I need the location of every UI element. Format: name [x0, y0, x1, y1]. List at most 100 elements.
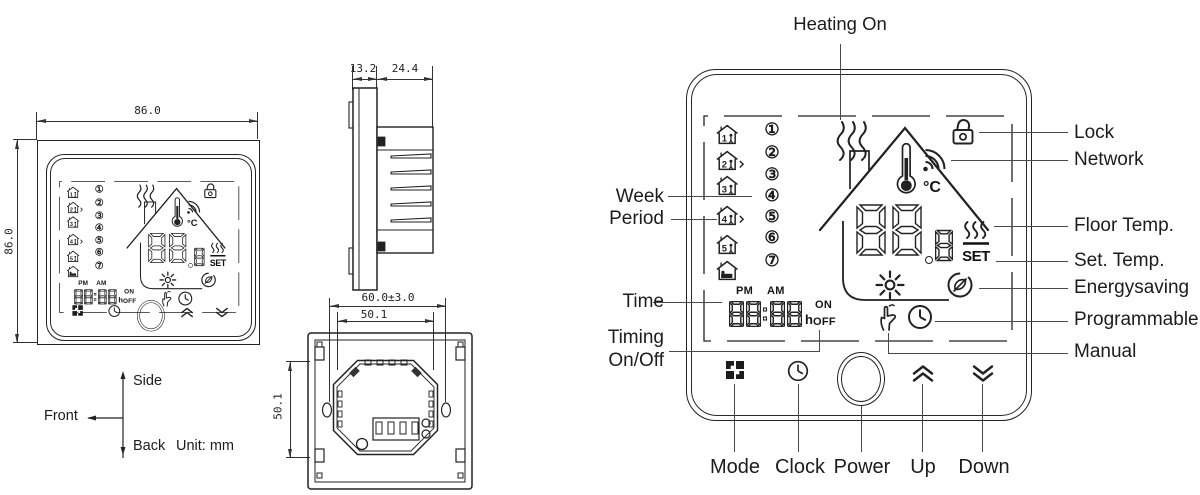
back-mount-width-dimension: 60.0±3.0 — [361, 291, 415, 304]
period-icon-5: 5 — [715, 233, 745, 256]
dim-line — [353, 79, 377, 80]
lcd-boundary — [703, 115, 1013, 342]
label-mode: Mode — [709, 456, 761, 478]
pm-label: PM — [78, 279, 89, 287]
period-icon-sleep — [715, 259, 745, 282]
degree-unit: °C — [187, 218, 198, 229]
weekday-7: ⑦ — [94, 260, 104, 272]
label-power: Power — [833, 456, 891, 478]
extension-line — [337, 312, 338, 370]
back-view — [307, 332, 473, 490]
dim-arrow — [437, 303, 446, 308]
dim-arrow — [353, 76, 362, 81]
extension-line — [257, 112, 258, 139]
dim-line — [377, 79, 433, 80]
callout-time: Time — [622, 291, 664, 312]
svg-text:5: 5 — [722, 244, 727, 254]
weekday-3: ③ — [94, 210, 104, 222]
leader-manual — [888, 353, 1068, 354]
dim-line — [338, 321, 434, 322]
power-button — [136, 300, 165, 332]
label-up: Up — [910, 456, 936, 478]
dim-arrow — [378, 76, 387, 81]
dim-arrow — [424, 76, 433, 81]
decimal-point — [188, 263, 193, 268]
dim-arrow — [338, 318, 347, 323]
dim-arrow — [368, 76, 377, 81]
svg-text:4: 4 — [70, 240, 73, 246]
floor-temp-icon — [961, 220, 991, 245]
leader-timing — [669, 351, 820, 352]
period-icon-1: 1 — [66, 186, 83, 198]
chimney-icon — [849, 150, 870, 189]
lock-icon — [204, 182, 217, 199]
clock-button-icon[interactable] — [787, 360, 809, 382]
down-button-icon[interactable] — [972, 365, 994, 382]
weekday-2: ② — [764, 143, 780, 162]
callout-week: Week — [615, 186, 664, 207]
dim-arrow — [287, 449, 292, 458]
period-icon-sleep — [66, 265, 83, 278]
leader-network — [951, 160, 1068, 161]
svg-text:4: 4 — [722, 215, 728, 225]
extension-line — [433, 312, 434, 370]
leader-clock — [798, 384, 799, 452]
period-icon-3: 3 — [66, 215, 83, 228]
front-view-bezel — [46, 154, 256, 341]
lock-icon — [952, 118, 974, 145]
leader-up — [922, 384, 923, 452]
leader-energysaving — [979, 288, 1068, 289]
time-digits — [729, 301, 802, 327]
dim-arrow — [14, 140, 19, 149]
timing-on-label: ON — [815, 299, 833, 311]
callout-set-temp: Set. Temp. — [1074, 250, 1165, 271]
mode-button-icon[interactable] — [725, 360, 745, 380]
up-button-icon — [181, 307, 193, 318]
weekday-4: ④ — [94, 222, 104, 234]
leader-week — [668, 196, 752, 197]
leader-heating-on — [840, 44, 841, 120]
timing-on-label: ON — [124, 288, 135, 296]
programmable-clock-icon — [908, 305, 932, 329]
dim-arrow — [37, 118, 46, 123]
chimney-icon — [144, 201, 157, 225]
callout-energysaving: Energysaving — [1074, 277, 1190, 298]
leader-timing-v — [819, 330, 820, 352]
period-icon-4: 4 — [715, 204, 744, 227]
weekday-6: ⑥ — [94, 246, 104, 258]
front-view-buttons — [59, 300, 239, 332]
am-label: AM — [96, 279, 107, 287]
orientation-front-label: Front — [44, 408, 78, 424]
weekday-5: ⑤ — [764, 207, 780, 226]
down-button-icon — [216, 307, 228, 318]
svg-text:3: 3 — [70, 222, 73, 228]
power-button[interactable] — [837, 352, 885, 406]
temp-zone-outline — [842, 221, 949, 301]
weekday-2: ② — [94, 197, 104, 209]
weekday-1: ① — [764, 120, 780, 139]
svg-text:2: 2 — [70, 208, 73, 214]
front-height-dimension: 86.0 — [2, 228, 16, 255]
set-temp-label: SET — [962, 248, 990, 265]
weekday-1: ① — [94, 183, 104, 195]
hour-suffix: h — [805, 312, 813, 327]
orientation-axes — [87, 371, 126, 458]
power-button-ring — [841, 356, 881, 402]
extension-line — [352, 66, 353, 90]
orientation-side-label: Side — [133, 373, 163, 389]
extension-line — [36, 112, 37, 139]
extension-line — [286, 361, 310, 362]
callout-timing-line1: Timing — [607, 327, 664, 348]
degree-unit: °C — [923, 179, 941, 196]
svg-text:1: 1 — [722, 134, 727, 144]
front-width-dimension: 86.0 — [134, 104, 161, 117]
manual-hand-icon — [880, 304, 897, 331]
leader-manual-v — [888, 333, 889, 354]
callout-lock: Lock — [1074, 122, 1115, 143]
front-view-outline — [37, 140, 260, 345]
weekday-4: ④ — [764, 186, 780, 205]
weekday-7: ⑦ — [764, 251, 780, 270]
period-icon-5: 5 — [66, 250, 83, 262]
up-button-icon[interactable] — [912, 365, 934, 382]
